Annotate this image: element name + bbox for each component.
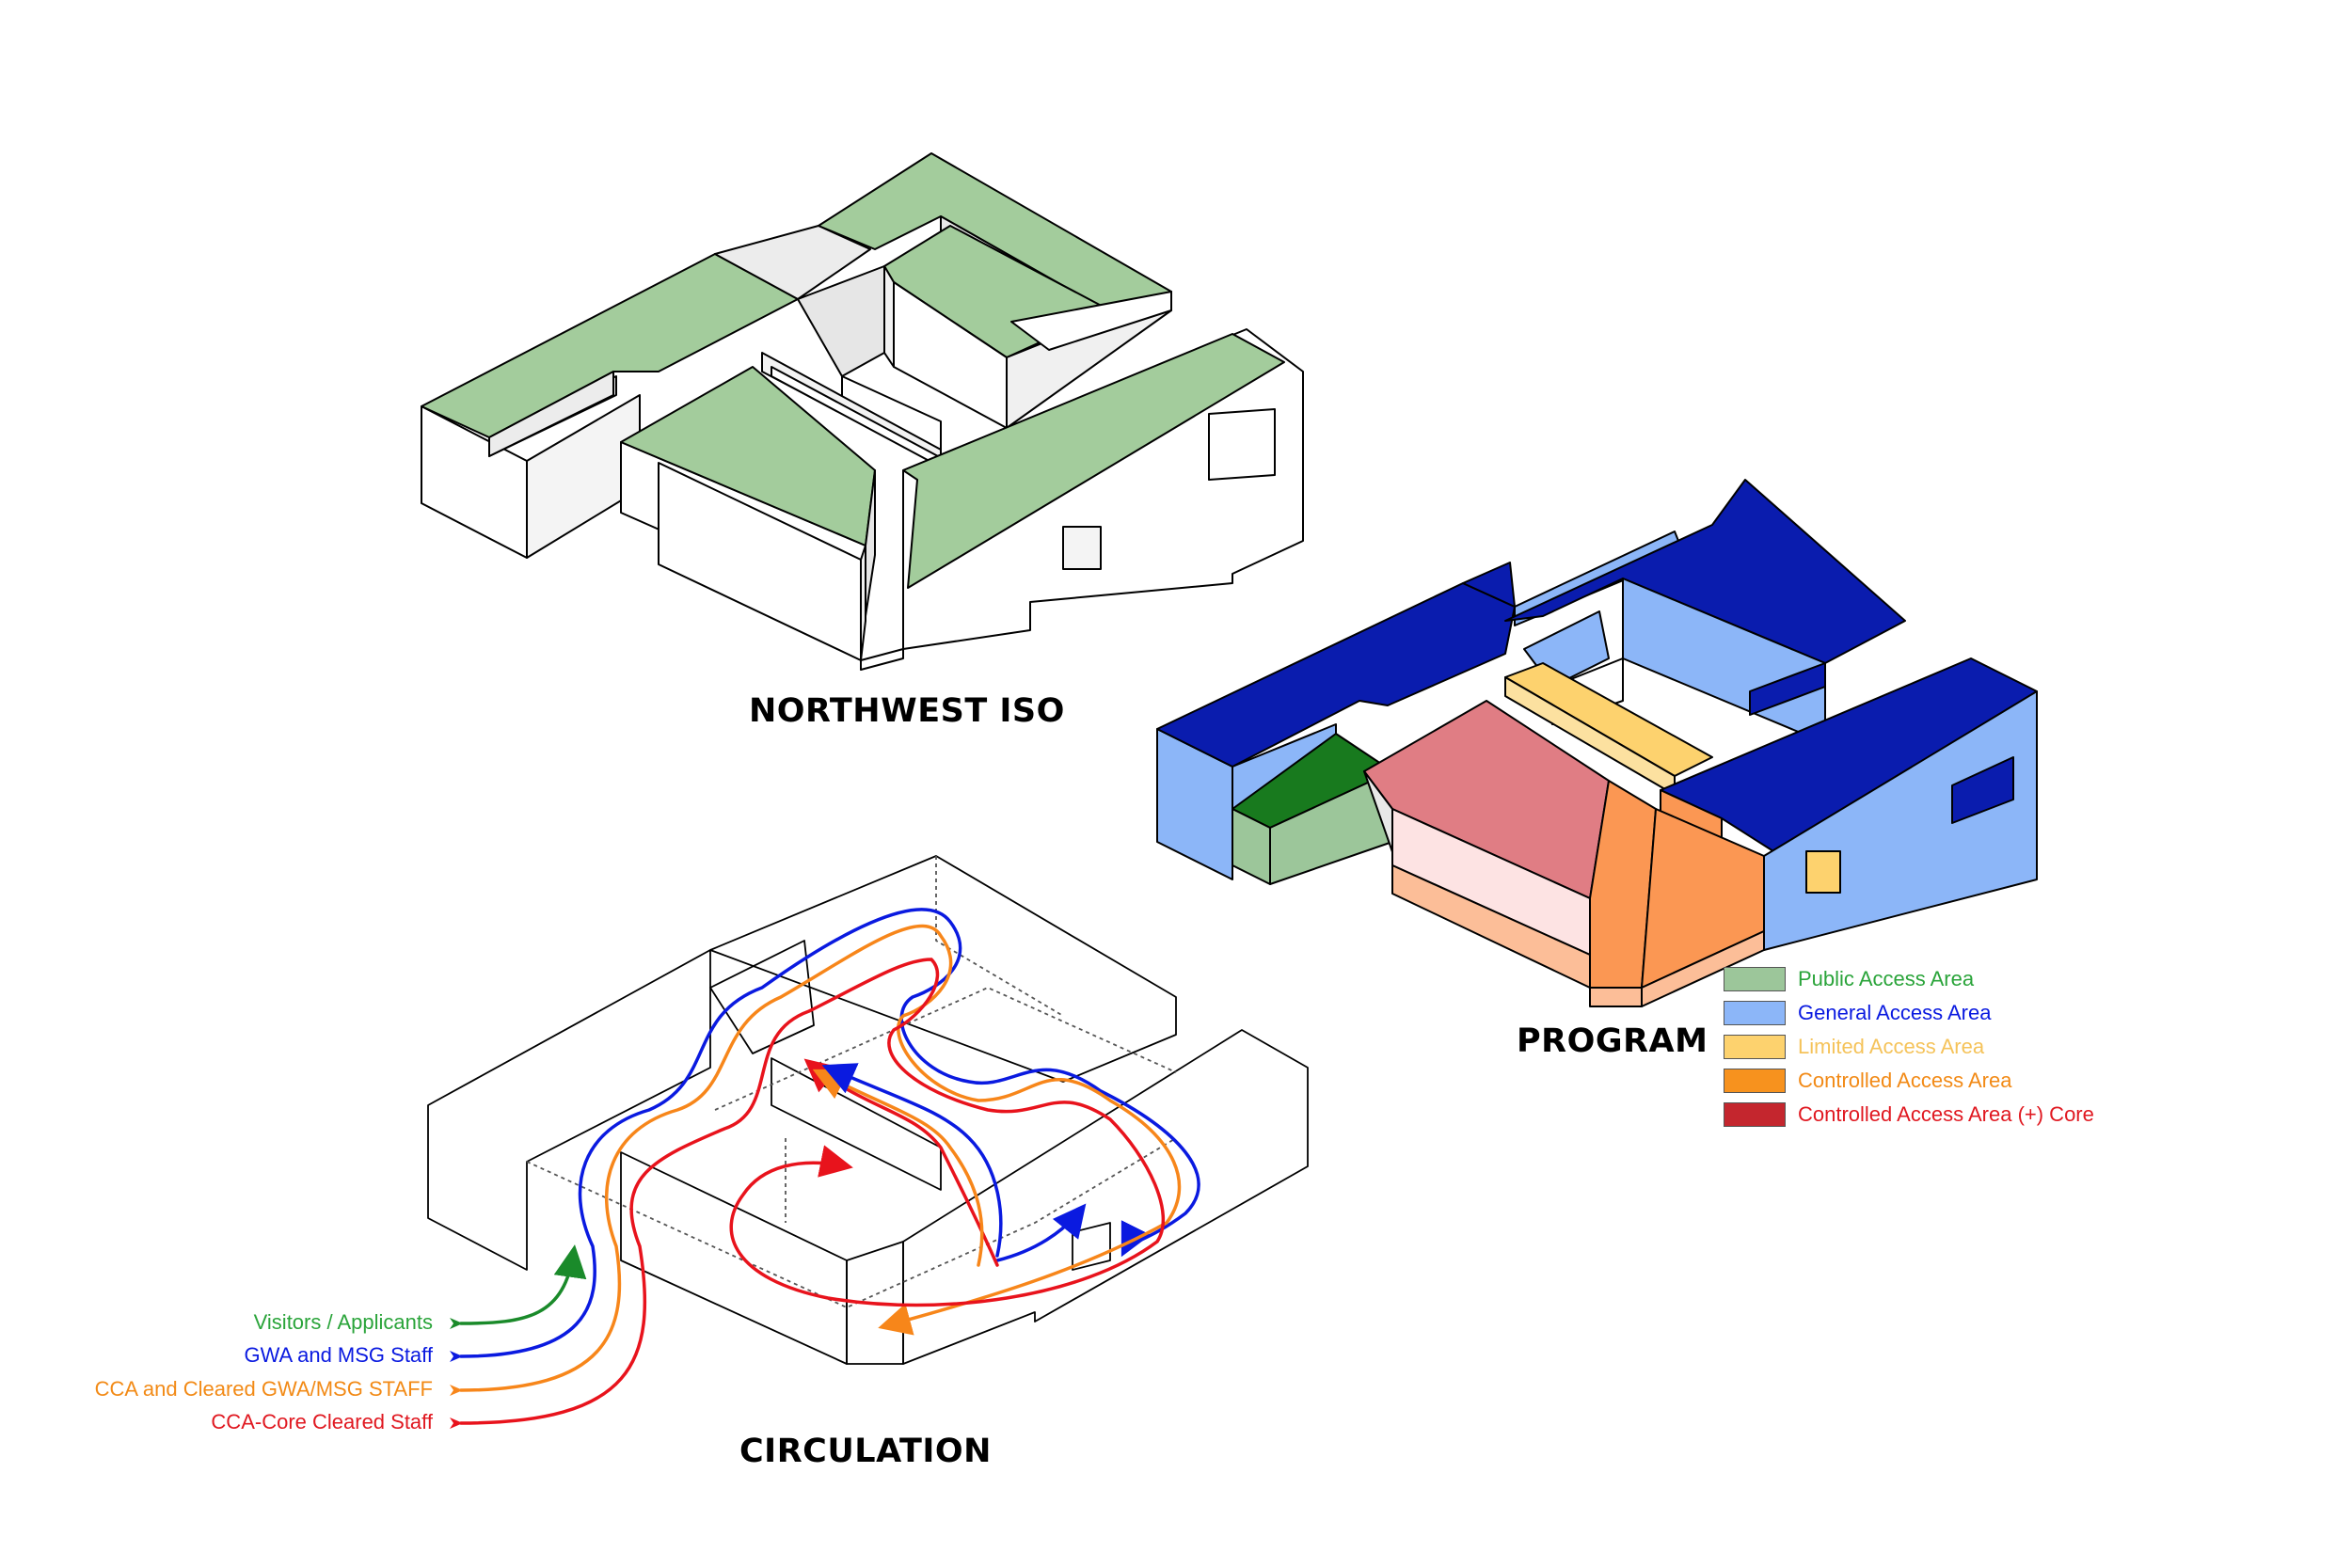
northwest-iso-model bbox=[421, 152, 1304, 671]
swatch-limited bbox=[1724, 1035, 1786, 1059]
roof-north-general bbox=[1504, 479, 1906, 664]
roof-right-wing bbox=[902, 333, 1285, 589]
program-model bbox=[1156, 479, 2038, 1007]
legend-label-limited: Limited Access Area bbox=[1798, 1035, 1985, 1058]
legend-item-public: Public Access Area bbox=[1724, 966, 1974, 992]
flow-gwa-msg bbox=[459, 908, 1200, 1358]
flow-core-cleared bbox=[459, 958, 1166, 1425]
title-northwest-iso: NORTHWEST ISO bbox=[749, 692, 1065, 730]
swatch-general bbox=[1724, 1001, 1786, 1025]
circ-label-gwa-msg: GWA and MSG Staff bbox=[244, 1343, 433, 1367]
legend-label-general: General Access Area bbox=[1798, 1001, 1992, 1024]
circulation-model bbox=[427, 855, 1309, 1365]
swatch-controlled bbox=[1724, 1069, 1786, 1093]
legend-item-general: General Access Area bbox=[1724, 1000, 1991, 1026]
legend-item-controlled-core: Controlled Access Area (+) Core bbox=[1724, 1101, 2094, 1128]
legend-label-controlled: Controlled Access Area bbox=[1798, 1069, 2012, 1092]
legend-label-controlled-core: Controlled Access Area (+) Core bbox=[1798, 1102, 2094, 1126]
swatch-controlled-core bbox=[1724, 1102, 1786, 1127]
flow-cca-cleared bbox=[459, 924, 1182, 1392]
legend-item-limited: Limited Access Area bbox=[1724, 1034, 1984, 1060]
title-program: PROGRAM bbox=[1517, 1022, 1708, 1060]
circ-label-visitors: Visitors / Applicants bbox=[253, 1310, 433, 1334]
swatch-public bbox=[1724, 967, 1786, 991]
circ-label-cca-cleared: CCA and Cleared GWA/MSG STAFF bbox=[94, 1377, 433, 1401]
circulation-flows bbox=[459, 908, 1200, 1425]
circ-label-core-cleared: CCA-Core Cleared Staff bbox=[211, 1410, 433, 1433]
flow-visitors bbox=[459, 1244, 587, 1325]
title-circulation: CIRCULATION bbox=[739, 1433, 992, 1470]
flow-start-markers bbox=[450, 1318, 463, 1429]
legend-item-controlled: Controlled Access Area bbox=[1724, 1068, 2011, 1094]
legend-label-public: Public Access Area bbox=[1798, 967, 1975, 990]
